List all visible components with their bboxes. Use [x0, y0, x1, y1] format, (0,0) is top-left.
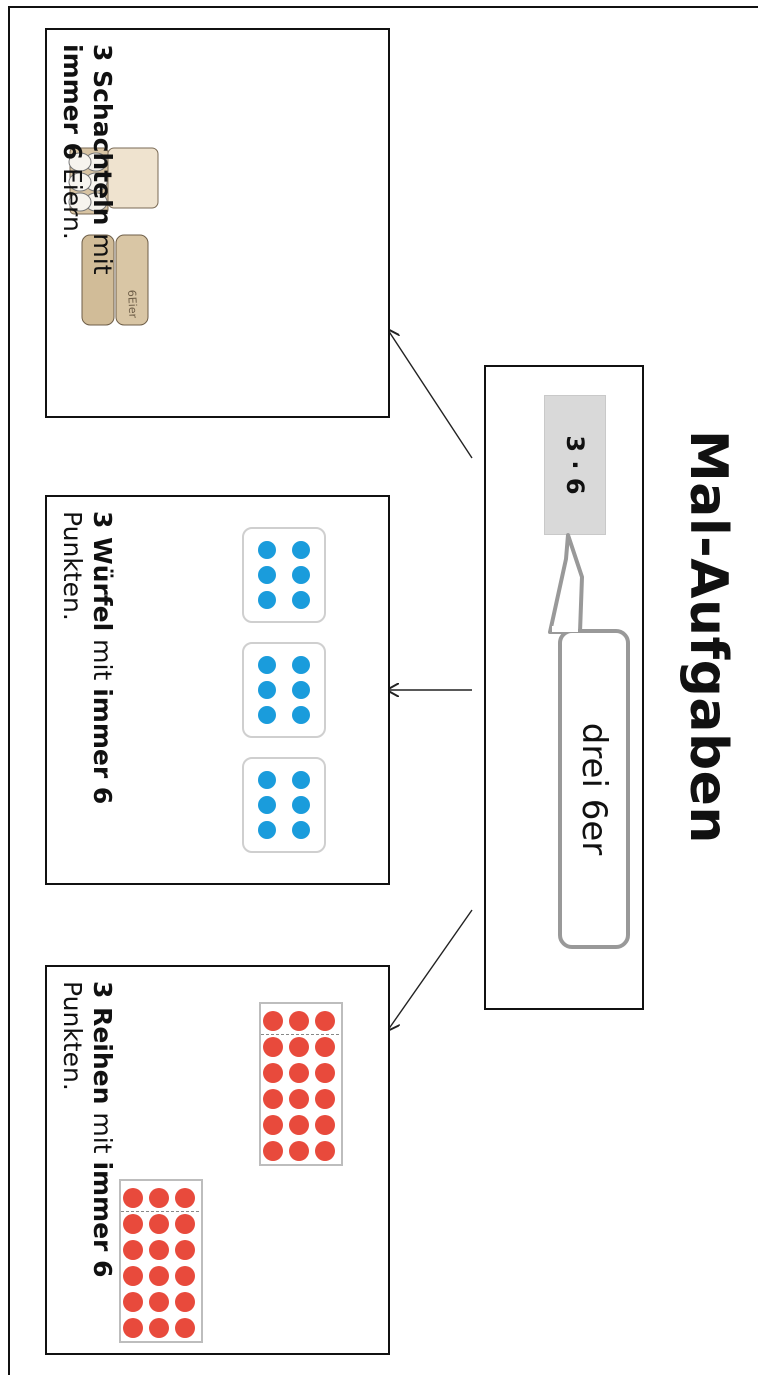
red-dot	[315, 1011, 335, 1031]
text-part: mit	[88, 225, 117, 275]
arrow-right	[388, 909, 473, 1030]
separator	[121, 1211, 199, 1212]
die-dot	[292, 656, 310, 674]
red-dot	[175, 1266, 195, 1286]
red-dot	[149, 1266, 169, 1286]
red-dot	[175, 1318, 195, 1338]
card-eggs: 6Eier 3 Schachteln mit immer 6 Eiern.	[45, 28, 390, 418]
arrow-left	[388, 330, 473, 459]
die-dot	[292, 796, 310, 814]
red-dot	[289, 1115, 309, 1135]
card-dice-text: 3 Würfel mit immer 6 Punkten.	[57, 511, 117, 871]
red-dot	[315, 1089, 335, 1109]
carton-label: 6Eier	[125, 289, 139, 318]
card-eggs-text: 3 Schachteln mit immer 6 Eiern.	[57, 44, 117, 404]
text-part: 3 Würfel	[88, 511, 117, 632]
red-dot	[123, 1318, 143, 1338]
page-frame	[8, 6, 758, 1375]
red-dot	[175, 1292, 195, 1312]
die	[242, 642, 326, 738]
die	[242, 757, 326, 853]
die-dot	[258, 771, 276, 789]
die-dot	[292, 771, 310, 789]
card-rows-text: 3 Reihen mit immer 6 Punkten.	[57, 981, 117, 1341]
die-dot	[292, 681, 310, 699]
red-dot	[315, 1115, 335, 1135]
speech-bubble-tail-cover	[552, 626, 578, 632]
red-dot	[149, 1214, 169, 1234]
red-dot	[123, 1240, 143, 1260]
red-dot	[123, 1188, 143, 1208]
die-dot	[258, 796, 276, 814]
red-dot	[289, 1089, 309, 1109]
red-dot	[149, 1318, 169, 1338]
die-dot	[258, 541, 276, 559]
red-dot	[263, 1063, 283, 1083]
text-part: immer 6	[58, 44, 87, 161]
red-dot	[289, 1037, 309, 1057]
red-dot	[289, 1011, 309, 1031]
die-dot	[292, 821, 310, 839]
text-part: mit	[88, 631, 117, 689]
red-dot	[289, 1063, 309, 1083]
text-part: immer 6	[88, 1161, 117, 1278]
red-dot	[149, 1188, 169, 1208]
separator	[261, 1034, 339, 1035]
egg-cartons-image: 6Eier	[68, 147, 159, 326]
die-dot	[258, 566, 276, 584]
die-dot	[258, 681, 276, 699]
die	[242, 527, 326, 623]
dot-field	[259, 1002, 343, 1166]
die-dot	[258, 821, 276, 839]
text-part: Eiern.	[58, 160, 87, 240]
red-dot	[315, 1063, 335, 1083]
red-dot	[175, 1188, 195, 1208]
red-dot	[263, 1089, 283, 1109]
die-dot	[292, 591, 310, 609]
red-dot	[289, 1141, 309, 1161]
card-rows: 3 Reihen mit immer 6 Punkten.	[45, 965, 390, 1355]
red-dot	[123, 1266, 143, 1286]
red-dot	[149, 1292, 169, 1312]
red-dot	[175, 1214, 195, 1234]
die-dot	[292, 706, 310, 724]
die-dot	[292, 541, 310, 559]
red-dot	[263, 1011, 283, 1031]
die-dot	[258, 591, 276, 609]
text-part: immer 6	[88, 688, 117, 805]
red-dot	[175, 1240, 195, 1260]
dot-field	[119, 1179, 203, 1343]
text-part: mit	[88, 1104, 117, 1162]
red-dot	[263, 1037, 283, 1057]
red-dot	[123, 1214, 143, 1234]
die-dot	[258, 706, 276, 724]
text-part: 3 Schachteln	[88, 44, 117, 226]
red-dot	[263, 1141, 283, 1161]
red-dot	[315, 1141, 335, 1161]
text-part: Punkten.	[58, 511, 87, 621]
die-dot	[292, 566, 310, 584]
text-part: Punkten.	[58, 981, 87, 1091]
red-dot	[149, 1240, 169, 1260]
die-dot	[258, 656, 276, 674]
card-dice: 3 Würfel mit immer 6 Punkten.	[45, 495, 390, 885]
center-box: 3 · 6 drei 6er	[484, 365, 644, 1010]
red-dot	[315, 1037, 335, 1057]
text-part: 3 Reihen	[88, 981, 117, 1105]
red-dot	[123, 1292, 143, 1312]
red-dot	[263, 1115, 283, 1135]
